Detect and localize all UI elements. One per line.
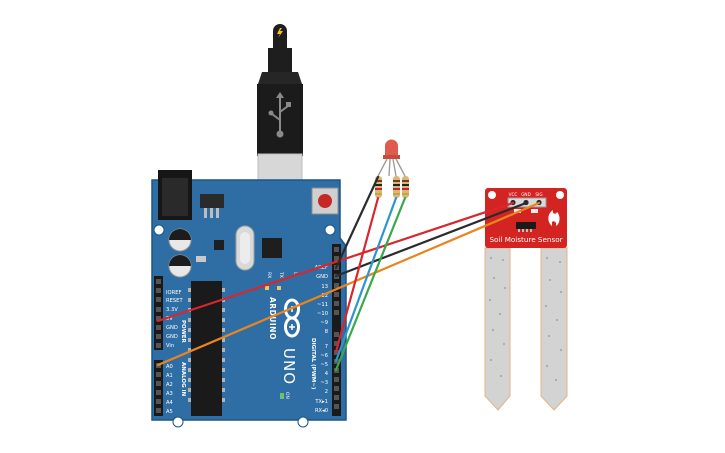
pin-11: ~11 (317, 302, 328, 308)
pin-5v: 5V (166, 316, 173, 322)
pin-a0: A0 (166, 364, 173, 370)
resistor-3 (402, 176, 409, 198)
pin-a5: A5 (166, 409, 173, 415)
on-label: ON (284, 392, 290, 399)
pin-4: 4 (325, 371, 329, 377)
wire-blue-led (334, 196, 398, 363)
pin-9: ~9 (320, 320, 328, 326)
sparkfun-flame-icon (548, 210, 560, 226)
power-header-label: POWER (180, 320, 186, 344)
wire-green-led (334, 196, 407, 372)
pin-6: ~6 (320, 353, 328, 359)
arduino-brand: ARDUINO (268, 297, 277, 340)
wire-red-led (334, 196, 380, 354)
soil-moisture-sensor: VCC GND SIG Soil Moisture Sensor (484, 188, 568, 411)
pin-8: 8 (325, 329, 328, 335)
pin-a3: A3 (166, 391, 173, 397)
pin-10: ~10 (317, 311, 328, 317)
pin-gnd-1: GND (166, 325, 178, 331)
wire-black-led (334, 175, 380, 270)
pin-vin: Vin (166, 343, 174, 349)
resistor-2 (393, 176, 400, 198)
pin-5: ~5 (320, 362, 328, 368)
pin-reset: RESET (166, 298, 183, 304)
pin-7: 7 (325, 344, 328, 350)
pin-13: 13 (321, 284, 328, 290)
pin-a4: A4 (166, 400, 174, 406)
arduino-infinity-logo-icon (284, 298, 300, 338)
wire-red-5v (156, 201, 515, 323)
sensor-pin-sig: SIG (535, 192, 542, 197)
analog-header-label: ANALOG IN (180, 362, 186, 397)
wire-orange-a0 (156, 201, 541, 367)
pin-1: TX▸1 (314, 399, 328, 405)
pin-12: 12 (321, 293, 328, 299)
pin-0: RX◂0 (315, 408, 328, 414)
rx-label: RX (266, 272, 272, 278)
tx-label: TX (278, 271, 284, 278)
pin-a2: A2 (166, 382, 173, 388)
sensor-pin-gnd: GND (521, 192, 531, 197)
wire-black-gnd-sensor (334, 201, 528, 278)
lightning-icon (277, 28, 283, 38)
sensor-title: Soil Moisture Sensor (489, 235, 562, 244)
arduino-uno-board: RX TX L ARDUINO UNO ON IOREF RESET 3.3V (151, 170, 347, 428)
pin-3: ~3 (320, 380, 328, 386)
pin-2: 2 (325, 389, 328, 395)
pin-ioref: IOREF (166, 290, 181, 296)
digital-header-label: DIGITAL (PWM~) (310, 338, 316, 390)
pin-a1: A1 (166, 373, 173, 379)
wires (156, 175, 541, 372)
pin-3v3: 3.3V (166, 307, 178, 313)
usb-plug-icon (268, 92, 291, 138)
l-label: L (292, 272, 298, 275)
pin-gnd-2: GND (166, 334, 178, 340)
uno-model: UNO (280, 348, 298, 385)
pin-aref: AREF (315, 265, 328, 271)
rgb-led (377, 139, 406, 177)
resistors (375, 176, 409, 198)
sensor-pin-vcc: VCC (509, 192, 518, 197)
pin-gnd-d: GND (316, 274, 328, 280)
